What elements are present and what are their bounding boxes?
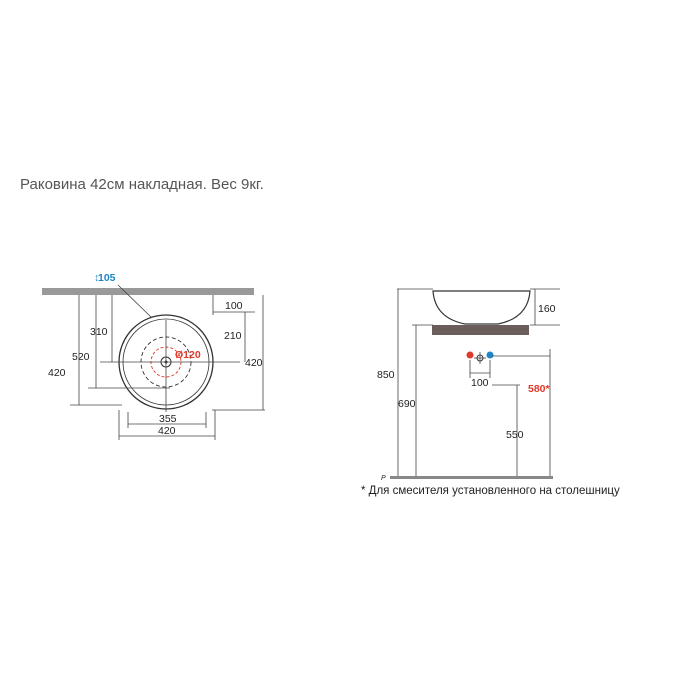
dim-105: 105	[98, 272, 116, 284]
side-dim-160: 160	[538, 303, 556, 315]
hot-water-connection	[466, 351, 474, 359]
floor-label: P	[381, 475, 386, 482]
countertop	[432, 325, 529, 335]
plan-dim-420-left: 420	[48, 367, 66, 379]
side-dim-690: 690	[398, 398, 416, 410]
plan-dim-420-right: 420	[245, 357, 263, 369]
side-dim-850: 850	[377, 369, 395, 381]
plan-dim-100: 100	[225, 300, 243, 312]
cold-water-connection	[486, 351, 494, 359]
plan-dim-420-bottom: 420	[158, 425, 176, 437]
basin-bowl-side	[432, 290, 531, 325]
plan-dim-310: 310	[90, 326, 108, 338]
footnote: * Для смесителя установленного на столеш…	[361, 485, 620, 497]
plan-wall	[42, 288, 254, 295]
plan-dim-210: 210	[224, 330, 242, 342]
arrow-105-icon: ↕	[94, 272, 99, 284]
side-dim-550: 550	[506, 429, 524, 441]
side-dim-100: 100	[471, 377, 489, 389]
drawing-title: Раковина 42см накладная. Вес 9кг.	[20, 176, 264, 193]
leader-105	[117, 284, 153, 319]
side-view: 160 100 580* 550 850 690 P	[377, 288, 560, 482]
plan-view: 105 ↕ 100 210 420 310 520 420 Ø120 355	[42, 272, 265, 440]
side-dim-580: 580*	[528, 383, 551, 395]
plan-dim-520: 520	[72, 351, 90, 363]
plan-dim-diameter: Ø120	[175, 349, 201, 361]
floor-line	[390, 476, 553, 479]
plan-dim-355: 355	[159, 413, 177, 425]
